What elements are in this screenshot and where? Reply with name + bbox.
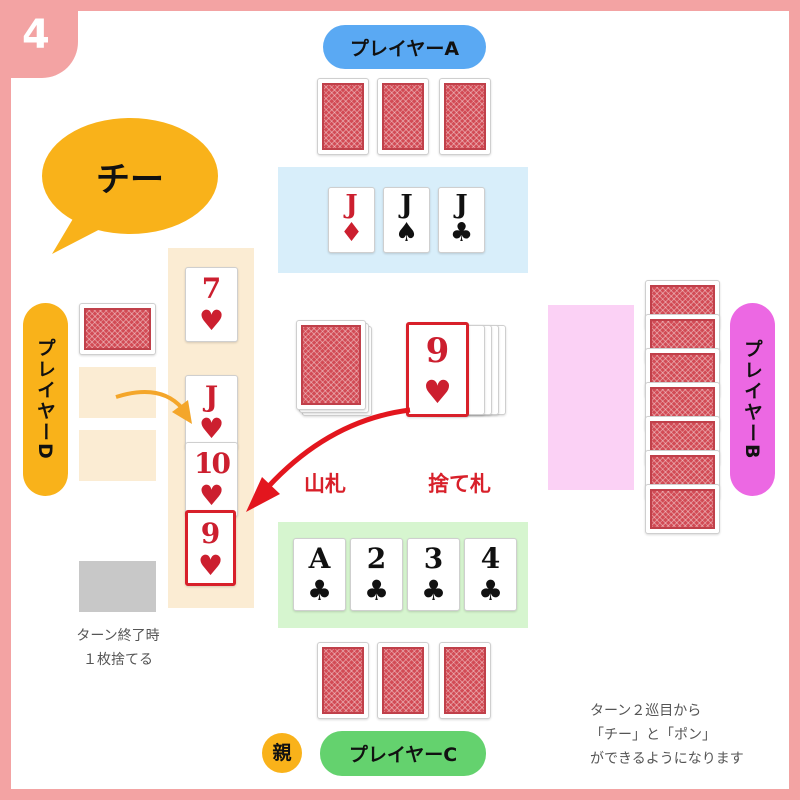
card-rank: J [455,190,468,220]
rule-note-line1: ターン２巡目から [590,703,702,719]
speech-bubble [42,118,218,254]
playing-card: 9♥ [185,510,236,586]
discard-slot [79,561,156,612]
playing-card: 4♣ [464,538,517,611]
card-rank: 3 [423,542,444,575]
deck-card [296,320,366,410]
player-c-label: プレイヤーC [320,731,486,776]
player-d-slot [79,430,156,481]
card-rank: 2 [366,542,387,575]
call-text: チー [96,160,164,200]
card-back [377,642,429,719]
club-icon: ♣ [477,574,504,607]
card-rank: J [345,190,358,220]
heart-icon: ♥ [197,549,224,582]
card-rank: A [308,542,331,575]
card-rank: J [204,380,219,413]
heart-icon: ♥ [198,304,225,337]
card-back [645,484,720,534]
step-number: 4 [22,12,50,58]
rule-note-line2: 「チー」と「ポン」 [590,727,716,743]
step-badge: 4 [0,0,78,78]
spade-icon: ♠ [394,218,419,248]
playing-card: J♥ [185,375,238,450]
club-icon: ♣ [363,574,390,607]
card-back [439,78,491,155]
card-rank: 10 [194,447,231,480]
card-back [79,303,156,355]
player-d-slot [79,367,156,418]
playing-card: J♣ [438,187,485,253]
card-back [439,642,491,719]
end-turn-note-line1: ターン終了時 [76,628,160,644]
playing-card: 3♣ [407,538,460,611]
oya-badge: 親 [262,733,302,773]
club-icon: ♣ [306,574,333,607]
diamond-icon: ♦ [339,218,364,248]
club-icon: ♣ [449,218,474,248]
player-d-label: プレイヤーD [23,303,68,496]
card-back [317,78,369,155]
playing-card: 2♣ [350,538,403,611]
player-a-label: プレイヤーA [323,25,486,69]
card-back [317,642,369,719]
playing-card: J♦ [328,187,375,253]
card-rank: 7 [201,272,222,305]
end-turn-note-line2: １枚捨てる [83,652,153,668]
discard-label: 捨て札 [428,472,491,496]
discard-top-card: 9 ♥ [406,322,469,417]
playing-card: J♠ [383,187,430,253]
playing-card: A♣ [293,538,346,611]
card-back [377,78,429,155]
heart-icon: ♥ [198,412,225,445]
playing-card: 7♥ [185,267,238,342]
rule-note-line3: ができるようになります [590,751,744,767]
playing-card: 10♥ [185,442,238,517]
card-rank: 9 [425,331,450,371]
heart-icon: ♥ [423,373,452,411]
card-rank: 4 [480,542,501,575]
heart-icon: ♥ [198,479,225,512]
club-icon: ♣ [420,574,447,607]
player-b-meld-area [548,305,634,490]
card-rank: J [400,190,413,220]
player-b-label: プレイヤーB [730,303,775,496]
deck-label: 山札 [304,472,346,496]
card-rank: 9 [200,517,221,550]
